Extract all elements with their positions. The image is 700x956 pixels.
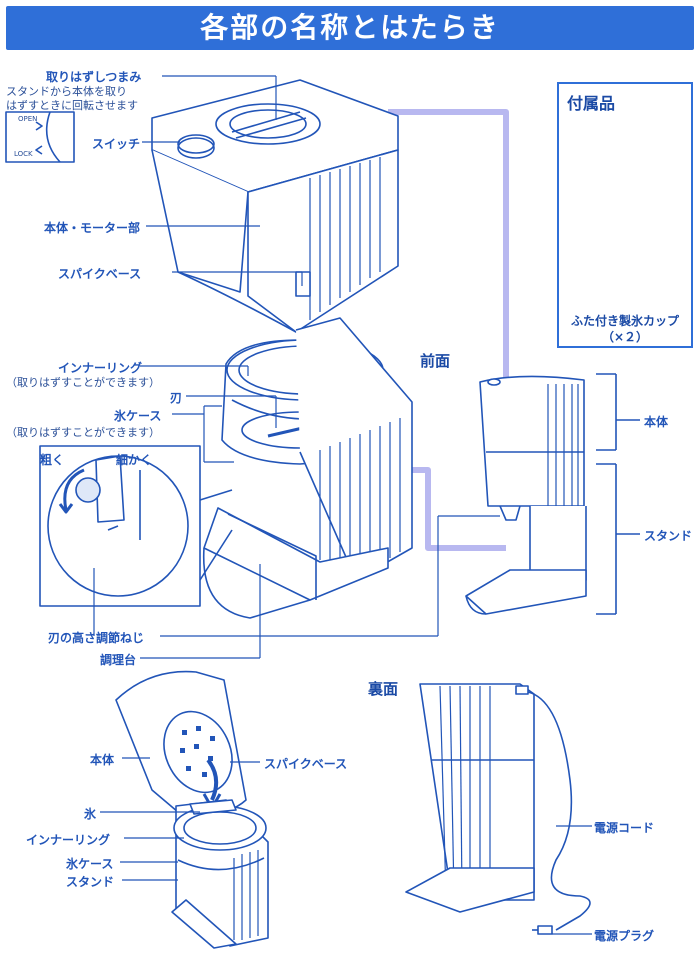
label-ice-case: 氷ケース: [114, 409, 162, 423]
note-removal-knob-1: スタンドから本体を取り: [6, 85, 127, 98]
accessories-box: 付属品 ふた付き製氷カップ （×２）: [557, 82, 693, 348]
knob-lock-detail: [5, 111, 75, 163]
page-header: 各部の名称とはたらき: [6, 6, 694, 50]
leader-lines: [93, 75, 592, 935]
assembly-body: [115, 670, 247, 816]
front-view-machine: [465, 373, 640, 615]
zoom-inset: [39, 445, 233, 607]
page-title: 各部の名称とはたらき: [200, 11, 500, 44]
assembly-stand: [171, 799, 269, 949]
stand-unit: [202, 317, 413, 619]
note-ice-case: （取りはずすことができます）: [6, 426, 160, 439]
label-stand: スタンド: [644, 529, 693, 543]
assembly-label-spike-base: スパイクベース: [264, 757, 348, 771]
assembly-label-stand: スタンド: [66, 875, 115, 889]
assembly-label-ice-case: 氷ケース: [66, 857, 114, 871]
label-power-cord: 電源コード: [594, 821, 655, 835]
front-view-connector: [388, 109, 509, 551]
note-removal-knob-2: はずすときに回転させます: [6, 99, 138, 112]
accessories-title: 付属品: [567, 94, 616, 113]
accessories-caption: ふた付き製氷カップ: [570, 314, 679, 328]
label-inner-ring: インナーリング: [58, 361, 143, 375]
label-blade: 刃: [170, 391, 183, 405]
label-removal-knob: 取りはずしつまみ: [46, 70, 142, 84]
label-blade-height-screw: 刃の高さ調節ねじ: [48, 631, 145, 645]
assembly-label-ice: 氷: [84, 807, 97, 821]
note-inner-ring: （取りはずすことができます）: [6, 376, 160, 389]
label-fine: 細かく: [116, 453, 153, 467]
label-lock: LOCK: [14, 150, 33, 158]
assembly-label-body: 本体: [90, 753, 115, 767]
front-view-title: 前面: [420, 352, 451, 370]
label-main-body: 本体: [644, 415, 669, 429]
label-body-motor: 本体・モーター部: [44, 221, 141, 235]
accessories-quantity: （×２）: [601, 330, 649, 344]
back-view-machine: [405, 683, 591, 935]
label-coarse: 粗く: [40, 453, 65, 467]
label-open: OPEN: [18, 115, 38, 123]
assembly-label-inner-ring: インナーリング: [26, 833, 111, 847]
label-spike-base: スパイクベース: [58, 267, 142, 281]
label-prep-table: 調理台: [100, 653, 137, 667]
label-power-plug: 電源プラグ: [594, 929, 655, 943]
back-view-title: 裏面: [368, 680, 399, 698]
main-body-unit: [151, 79, 399, 333]
label-switch: スイッチ: [92, 137, 141, 151]
